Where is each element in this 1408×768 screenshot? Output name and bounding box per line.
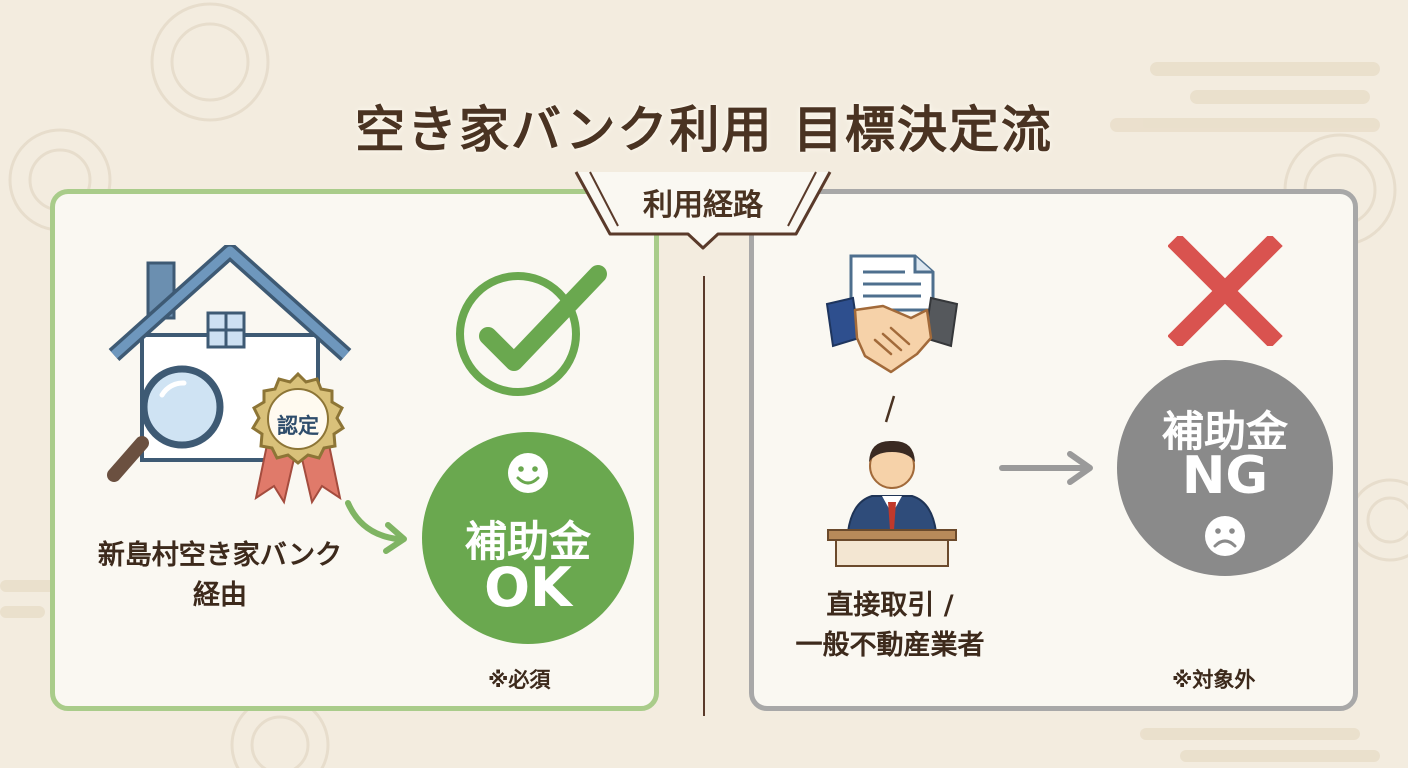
check-icon (456, 265, 607, 396)
right-caption: 直接取引 / 一般不動産業者 (765, 586, 1015, 666)
certified-badge-text: 認定 (277, 414, 319, 438)
agent-person-icon (827, 440, 957, 567)
magnifier-icon (107, 365, 224, 482)
ng-result-line2: NG (1181, 446, 1269, 506)
cross-icon (1168, 236, 1283, 346)
handshake-icon (825, 296, 959, 374)
left-note: ※必須 (488, 668, 551, 692)
ok-result-circle (422, 432, 634, 644)
arrow-to-ng-icon (999, 451, 1093, 485)
right-note: ※対象外 (1172, 668, 1256, 692)
document-icon (849, 254, 935, 312)
left-caption-line2: 経由 (193, 580, 247, 611)
sad-icon (1205, 516, 1245, 556)
smile-icon (508, 453, 548, 493)
route-label-text: 利用経路 (643, 188, 763, 223)
left-caption: 新島村空き家バンク 経由 (70, 536, 370, 616)
ok-result-line2: OK (484, 556, 572, 619)
banner-frame (574, 171, 832, 250)
arrow-to-ok-icon (345, 500, 407, 554)
left-caption-line1: 新島村空き家バンク (97, 540, 343, 571)
right-caption-line2: 一般不動産業者 (795, 630, 985, 661)
right-caption-line1: 直接取引 / (826, 590, 954, 621)
route-label-banner: 利用経路 (568, 168, 838, 253)
center-divider (703, 276, 705, 716)
ng-result-line1: 補助金 (1161, 407, 1288, 456)
connector-line (884, 395, 896, 423)
certified-badge-icon (250, 371, 346, 505)
page-title: 空き家バンク利用 目標決定流 (355, 100, 1053, 159)
ok-result-line1: 補助金 (464, 517, 591, 566)
ng-result-circle (1117, 360, 1333, 576)
